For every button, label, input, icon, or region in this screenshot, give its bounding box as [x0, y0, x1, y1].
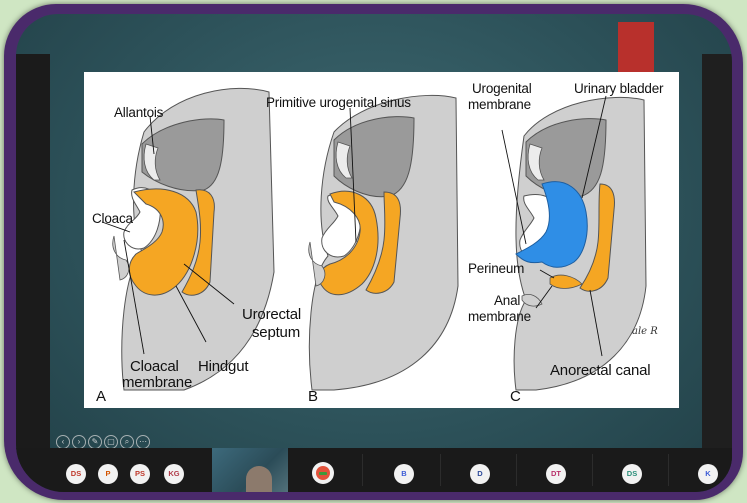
participant-avatar[interactable]: P — [98, 464, 118, 484]
label-urorectal-septum-line1: Urorectal — [242, 308, 301, 322]
participant-avatar[interactable]: B — [394, 464, 414, 484]
participant-avatar[interactable]: KG — [164, 464, 184, 484]
red-marker — [618, 22, 654, 78]
panel-b-drawing — [309, 95, 458, 390]
zoom-icon[interactable]: ⌕ — [120, 435, 134, 449]
participant-avatar[interactable]: K — [698, 464, 718, 484]
participant-avatar[interactable]: DT — [546, 464, 566, 484]
more-icon[interactable]: ⋯ — [136, 435, 150, 449]
label-anal-membrane-line1: Anal — [494, 294, 520, 308]
participant-video-tile[interactable] — [212, 448, 288, 492]
label-cloaca: Cloaca — [92, 212, 133, 226]
left-margin — [16, 54, 50, 474]
label-cloacal-membrane-line1: Cloacal — [130, 360, 179, 374]
label-perineum: Perineum — [468, 262, 524, 276]
label-urogenital-membrane-line1: Urogenital — [472, 82, 532, 96]
presentation-slide: Allantois Cloaca Cloacal membrane Hindgu… — [84, 72, 679, 408]
participant-avatar[interactable]: D — [470, 464, 490, 484]
pen-icon[interactable]: ✎ — [88, 435, 102, 449]
label-cloacal-membrane-line2: membrane — [122, 376, 192, 390]
panel-c-drawing — [502, 96, 646, 390]
label-primitive-urogenital-sinus: Primitive urogenital sinus — [266, 96, 411, 110]
panel-a-drawing — [102, 88, 274, 390]
label-allantois: Allantois — [114, 106, 163, 120]
participant-avatar[interactable]: DS — [66, 464, 86, 484]
divider — [668, 454, 669, 486]
participant-avatar[interactable]: PS — [130, 464, 150, 484]
label-urorectal-septum-line2: septum — [252, 326, 300, 340]
artist-signature: ale R — [632, 326, 658, 337]
label-panel-b: B — [308, 390, 318, 404]
label-urinary-bladder: Urinary bladder — [574, 82, 663, 96]
divider — [516, 454, 517, 486]
participants-bar: DS P PS KG B D DT DS K — [16, 448, 732, 492]
monitor-frame: Allantois Cloaca Cloacal membrane Hindgu… — [4, 4, 743, 500]
screen-icon[interactable]: ▢ — [104, 435, 118, 449]
app-logo-icon[interactable] — [312, 462, 334, 484]
next-icon[interactable]: › — [72, 435, 86, 449]
label-panel-a: A — [96, 390, 106, 404]
divider — [440, 454, 441, 486]
label-urogenital-membrane-line2: membrane — [468, 98, 531, 112]
participant-avatar[interactable]: DS — [622, 464, 642, 484]
divider — [592, 454, 593, 486]
label-anorectal-canal: Anorectal canal — [550, 364, 650, 378]
participant-face — [246, 466, 272, 492]
label-panel-c: C — [510, 390, 521, 404]
shared-screen: Allantois Cloaca Cloacal membrane Hindgu… — [16, 14, 732, 492]
label-hindgut: Hindgut — [198, 360, 248, 374]
divider — [362, 454, 363, 486]
right-margin — [702, 54, 732, 474]
label-anal-membrane-line2: membrane — [468, 310, 531, 324]
prev-icon[interactable]: ‹ — [56, 435, 70, 449]
